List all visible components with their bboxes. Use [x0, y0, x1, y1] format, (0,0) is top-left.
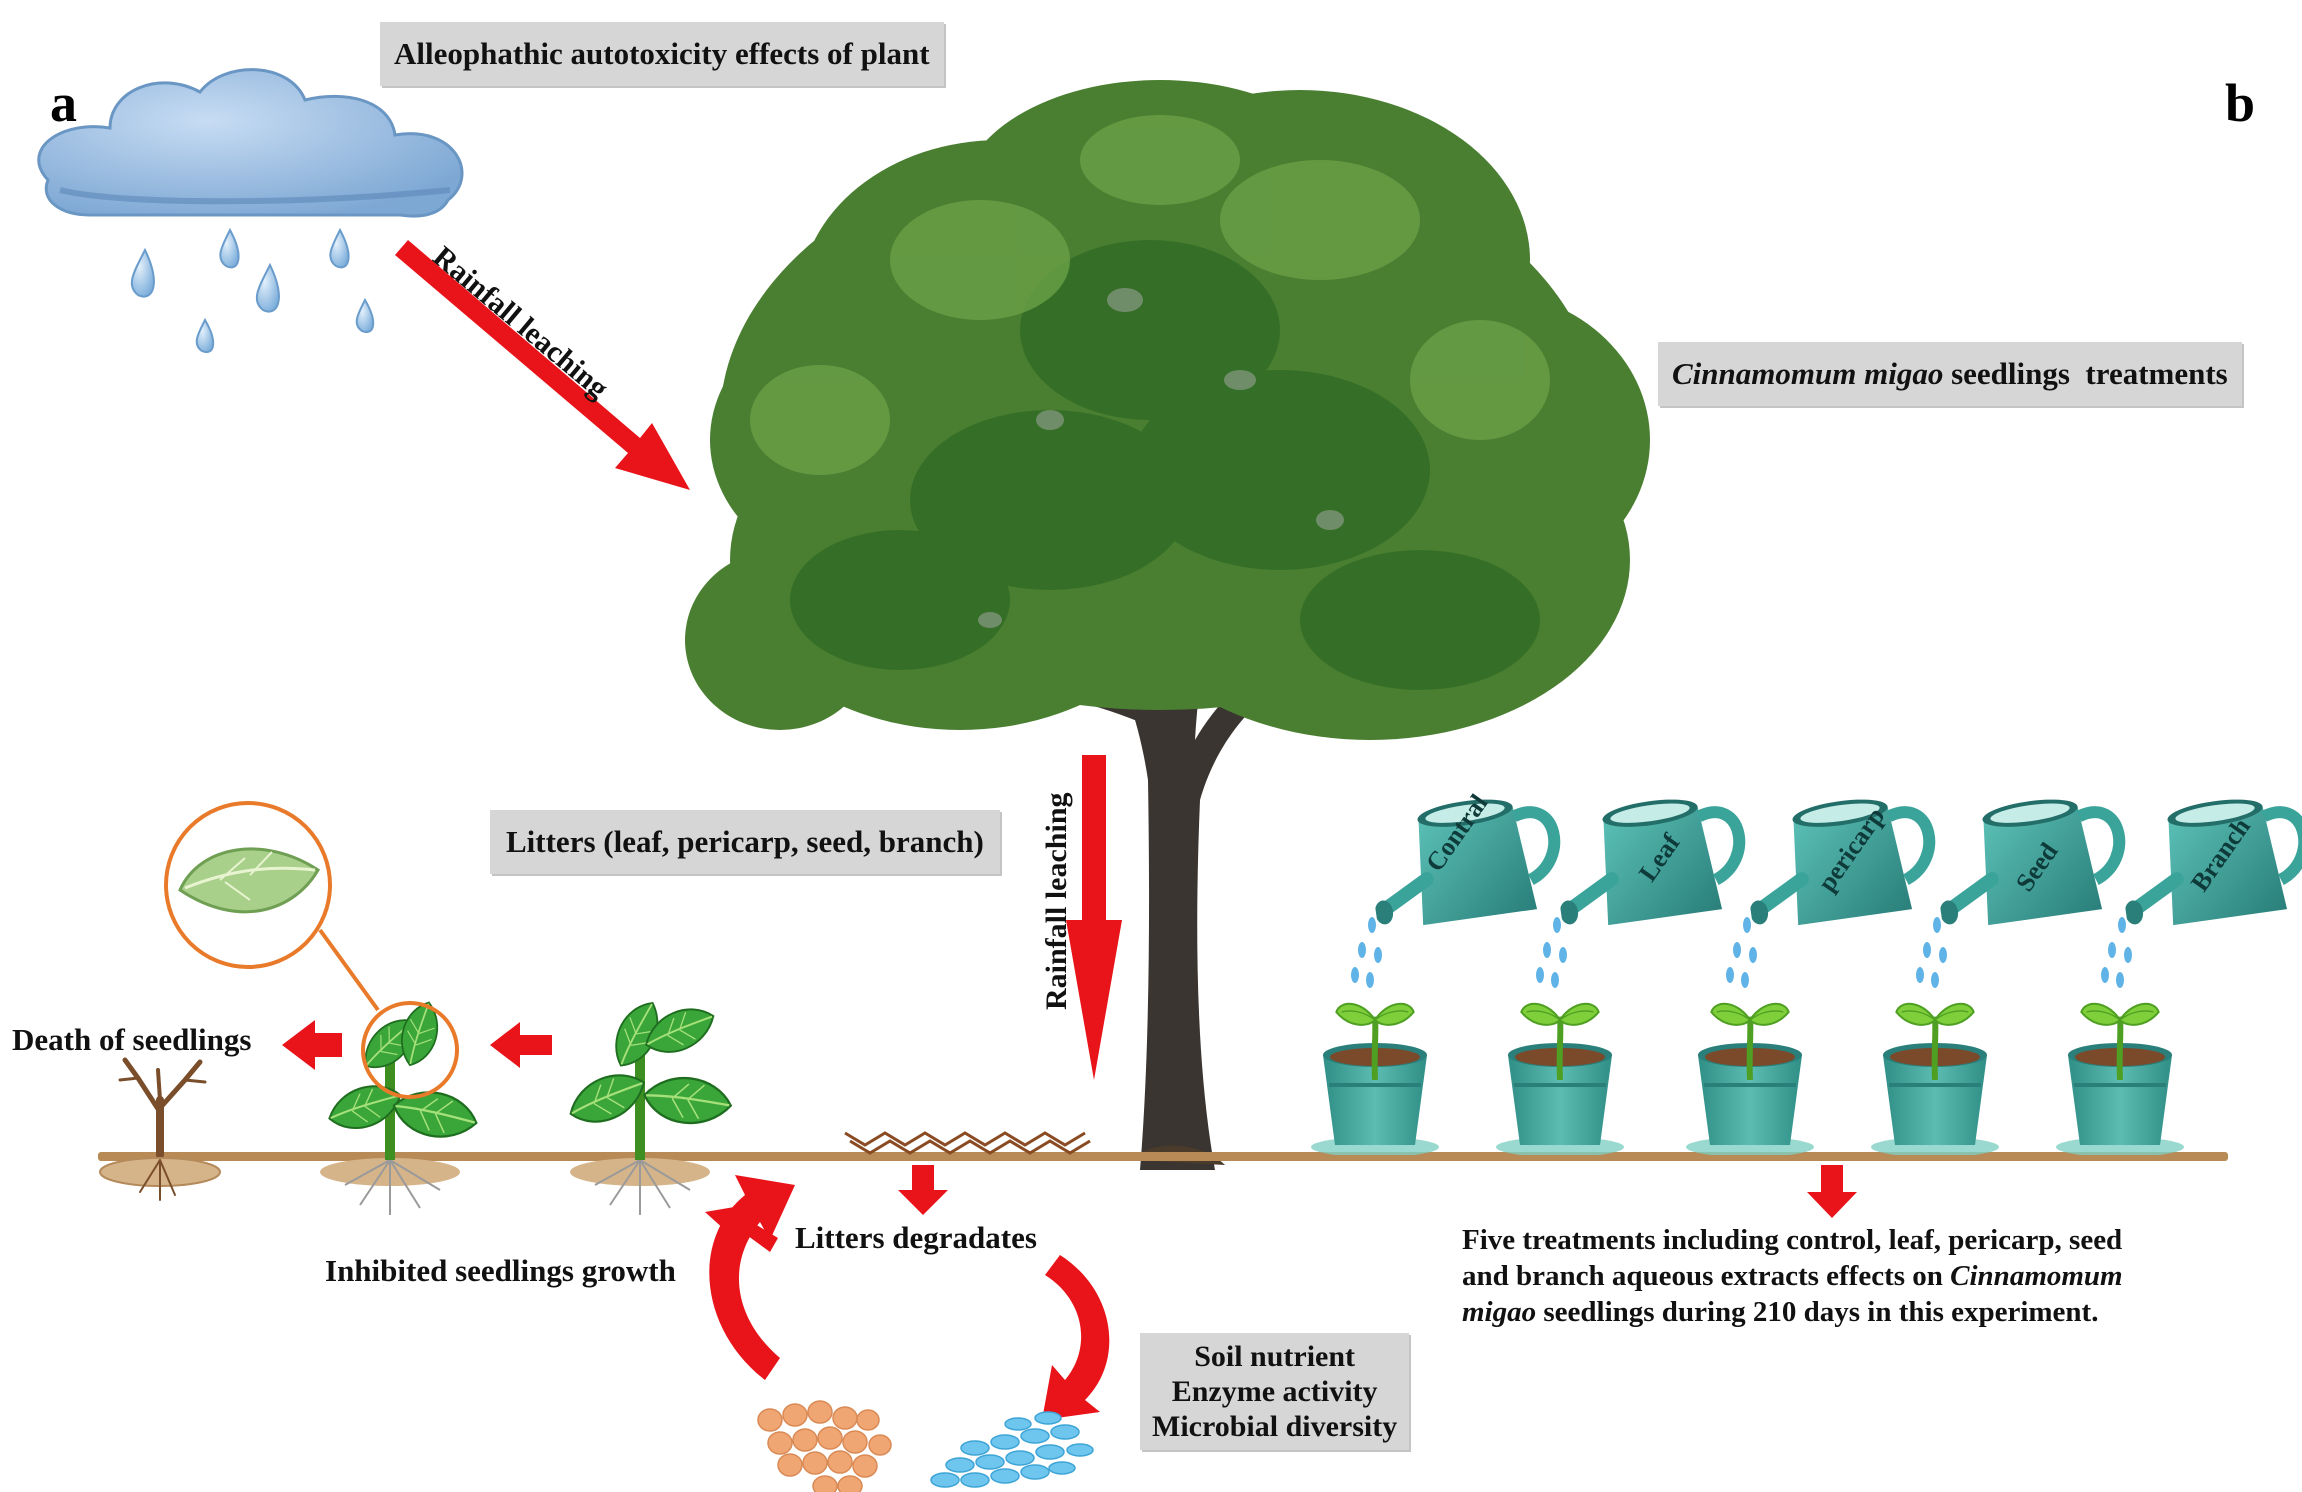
microbial-diversity-label: Microbial diversity: [1152, 1410, 1398, 1443]
rain-cloud-icon: [37, 68, 464, 354]
title-right-box: Cinnamomum migao seedlings treatments: [1658, 342, 2242, 406]
title-right-italic: Cinnamomum migao: [1672, 356, 1944, 391]
degrades-label: Litters degradates: [795, 1220, 1037, 1255]
treatment-leaf: [1494, 790, 1749, 1155]
note-line-3-italic: migao: [1462, 1296, 1537, 1328]
dead-seedling-icon: [99, 1057, 221, 1201]
note-line-2-italic: Cinnamomum: [1950, 1260, 2123, 1292]
highlight-circle: [164, 801, 459, 1099]
inhibited-label: Inhibited seedlings growth: [325, 1253, 676, 1288]
experiment-note: Five treatments including control, leaf,…: [1462, 1222, 2123, 1330]
note-line-2: and branch aqueous extracts effects on C…: [1462, 1258, 2123, 1294]
inhibited-seedling-icon: [320, 996, 483, 1215]
treatment-seed: [1869, 790, 2129, 1155]
treatment-control: [1309, 790, 1564, 1155]
up-arrow-to-seedling: [705, 1205, 778, 1252]
microbe-particles-icon: [930, 1411, 1094, 1488]
tree-icon: [685, 80, 1650, 1170]
title-left-box: Alleophathic autotoxicity effects of pla…: [380, 22, 944, 86]
healthy-seedling-icon: [561, 994, 736, 1215]
cycle-arrow-right: [1042, 1255, 1110, 1420]
treatment-pericarp: [1684, 790, 1939, 1155]
rainfall-vertical-label: Rainfall leaching: [1040, 792, 1073, 1010]
rainfall-vertical-arrow: [1066, 755, 1122, 1080]
treatment-branch: [2054, 790, 2302, 1155]
note-line-2-plain: and branch aqueous extracts effects on: [1462, 1260, 1951, 1292]
note-line-3-plain: seedlings during 210 days in this experi…: [1536, 1296, 2099, 1328]
title-right-rest: seedlings treatments: [1943, 356, 2228, 391]
soil-effects-box: Soil nutrient Enzyme activity Microbial …: [1140, 1333, 1410, 1450]
treatment-down-arrow: [1807, 1165, 1857, 1218]
soil-nutrient-label: Soil nutrient: [1194, 1340, 1356, 1373]
nutrient-particles-icon: [757, 1400, 892, 1492]
litter-down-arrow: [898, 1165, 948, 1215]
litter-layer-icon: [844, 1131, 1091, 1155]
rainfall-diagonal-arrow: [395, 240, 690, 490]
left-arrow-1: [490, 1022, 552, 1068]
note-line-3: migao seedlings during 210 days in this …: [1462, 1294, 2123, 1330]
zoomed-leaf-icon: [178, 847, 321, 914]
note-line-1: Five treatments including control, leaf,…: [1462, 1224, 2123, 1256]
panel-label-a: a: [50, 73, 77, 133]
enzyme-activity-label: Enzyme activity: [1171, 1375, 1378, 1408]
death-label: Death of seedlings: [12, 1022, 252, 1057]
left-arrow-2: [282, 1020, 342, 1070]
cycle-arrow-left: [709, 1175, 795, 1380]
litters-label-box: Litters (leaf, pericarp, seed, branch): [490, 810, 1000, 874]
panel-label-b: b: [2225, 73, 2256, 133]
